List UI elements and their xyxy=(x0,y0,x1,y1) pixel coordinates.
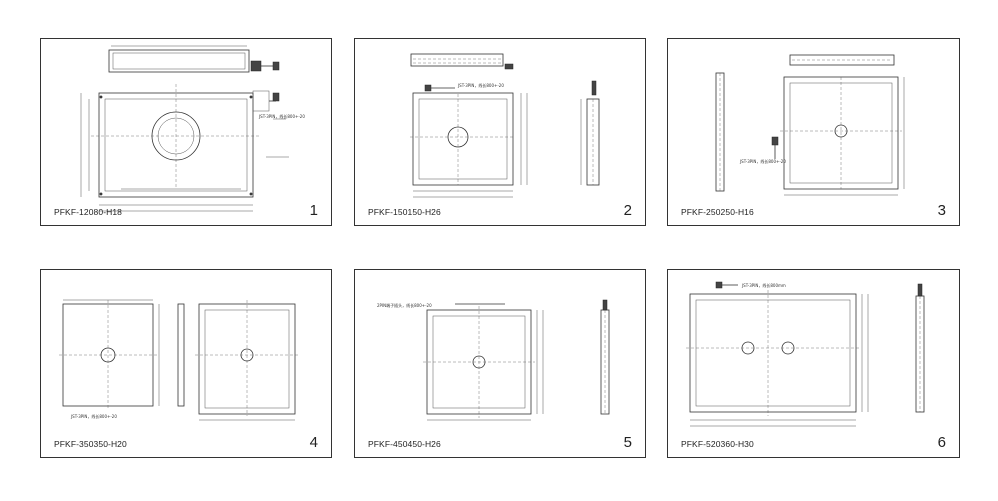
technical-drawing-3: JST-3PIN，线长800+-20 xyxy=(715,54,905,196)
model-label-6: PFKF-520360-H30 xyxy=(681,439,754,449)
model-label-5: PFKF-450450-H26 xyxy=(368,439,441,449)
panel-number-2: 2 xyxy=(623,202,632,219)
cable-note-6: JST-3PIN，线长800mm xyxy=(741,282,786,288)
drawing-panel-6: JST-3PIN，线长800mm PFKF-520360-H30 6 xyxy=(667,269,960,458)
cable-note-3: JST-3PIN，线长800+-20 xyxy=(739,158,786,164)
technical-drawing-1: JST-3PIN，线长800+-20 xyxy=(80,45,305,212)
panel-number-6: 6 xyxy=(937,434,946,451)
drawing-panel-5: 2PIN端子插头，线长800+-20 PFKF-450450-H26 5 xyxy=(354,269,646,458)
model-label-4: PFKF-350350-H20 xyxy=(54,439,127,449)
technical-drawing-2: JST-3PIN，线长800+-20 xyxy=(410,53,600,198)
cable-note-4: JST-3PIN，线长800+-20 xyxy=(70,413,117,419)
technical-drawing-4: JST-3PIN，线长800+-20 xyxy=(59,299,299,421)
model-label-3: PFKF-250250-H16 xyxy=(681,207,754,217)
drawing-panel-2: JST-3PIN，线长800+-20 PFKF-150150-H26 2 xyxy=(354,38,646,226)
panel-number-1: 1 xyxy=(309,202,318,219)
drawing-panel-4: JST-3PIN，线长800+-20 PFKF-350350-H20 4 xyxy=(40,269,332,458)
drawing-panel-3: JST-3PIN，线长800+-20 PFKF-250250-H16 3 xyxy=(667,38,960,226)
cable-note-2: JST-3PIN，线长800+-20 xyxy=(457,82,504,88)
technical-drawing-6: JST-3PIN，线长800mm xyxy=(686,281,925,427)
technical-drawing-5: 2PIN端子插头，线长800+-20 xyxy=(377,299,610,421)
panel-number-4: 4 xyxy=(309,434,318,451)
panel-number-3: 3 xyxy=(937,202,946,219)
panel-number-5: 5 xyxy=(623,434,632,451)
drawing-panel-1: JST-3PIN，线长800+-20 PFKF-12080-H18 1 xyxy=(40,38,332,226)
cable-note-1: JST-3PIN，线长800+-20 xyxy=(258,113,305,119)
cable-note-5: 2PIN端子插头，线长800+-20 xyxy=(377,302,432,308)
model-label-1: PFKF-12080-H18 xyxy=(54,207,123,217)
model-label-2: PFKF-150150-H26 xyxy=(368,207,441,217)
